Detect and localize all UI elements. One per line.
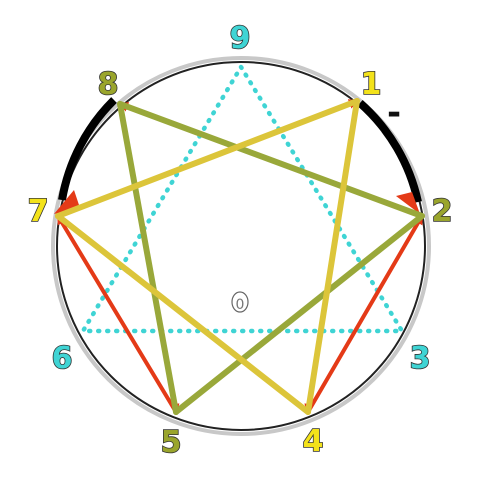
yellow-line-7-4 (55, 213, 311, 415)
label-4: 4 (303, 424, 324, 459)
label-5: 5 (161, 425, 182, 460)
arc-arrowhead-1-2 (396, 192, 420, 214)
center-ring (231, 291, 249, 313)
red-arrow-4-to-2 (306, 214, 424, 414)
outer-circle-dark (56, 61, 426, 431)
yellow-line-group (55, 98, 360, 415)
olive-line-5-8 (117, 101, 179, 415)
olive-line-8-2 (117, 101, 425, 219)
olive-line-group (117, 101, 425, 415)
center-mark: 0 (236, 297, 245, 313)
outer-circle-grey (51, 56, 431, 436)
black-arc-right (357, 100, 422, 203)
label-2: 2 (432, 194, 453, 229)
label-7: 7 (28, 194, 49, 229)
label-9: 9 (230, 21, 251, 56)
side-mark: - (387, 93, 401, 133)
dotted-triangle-9-3-6 (79, 62, 407, 334)
red-arrow-5-to-7 (56, 214, 178, 414)
black-arc-left (58, 97, 117, 201)
label-1: 1 (361, 67, 382, 102)
yellow-line-4-1 (305, 98, 360, 415)
yellow-line-1-7 (55, 98, 360, 219)
olive-line-2-5 (173, 213, 425, 415)
label-8: 8 (98, 67, 119, 102)
label-3: 3 (410, 341, 431, 376)
label-6: 6 (52, 341, 73, 376)
